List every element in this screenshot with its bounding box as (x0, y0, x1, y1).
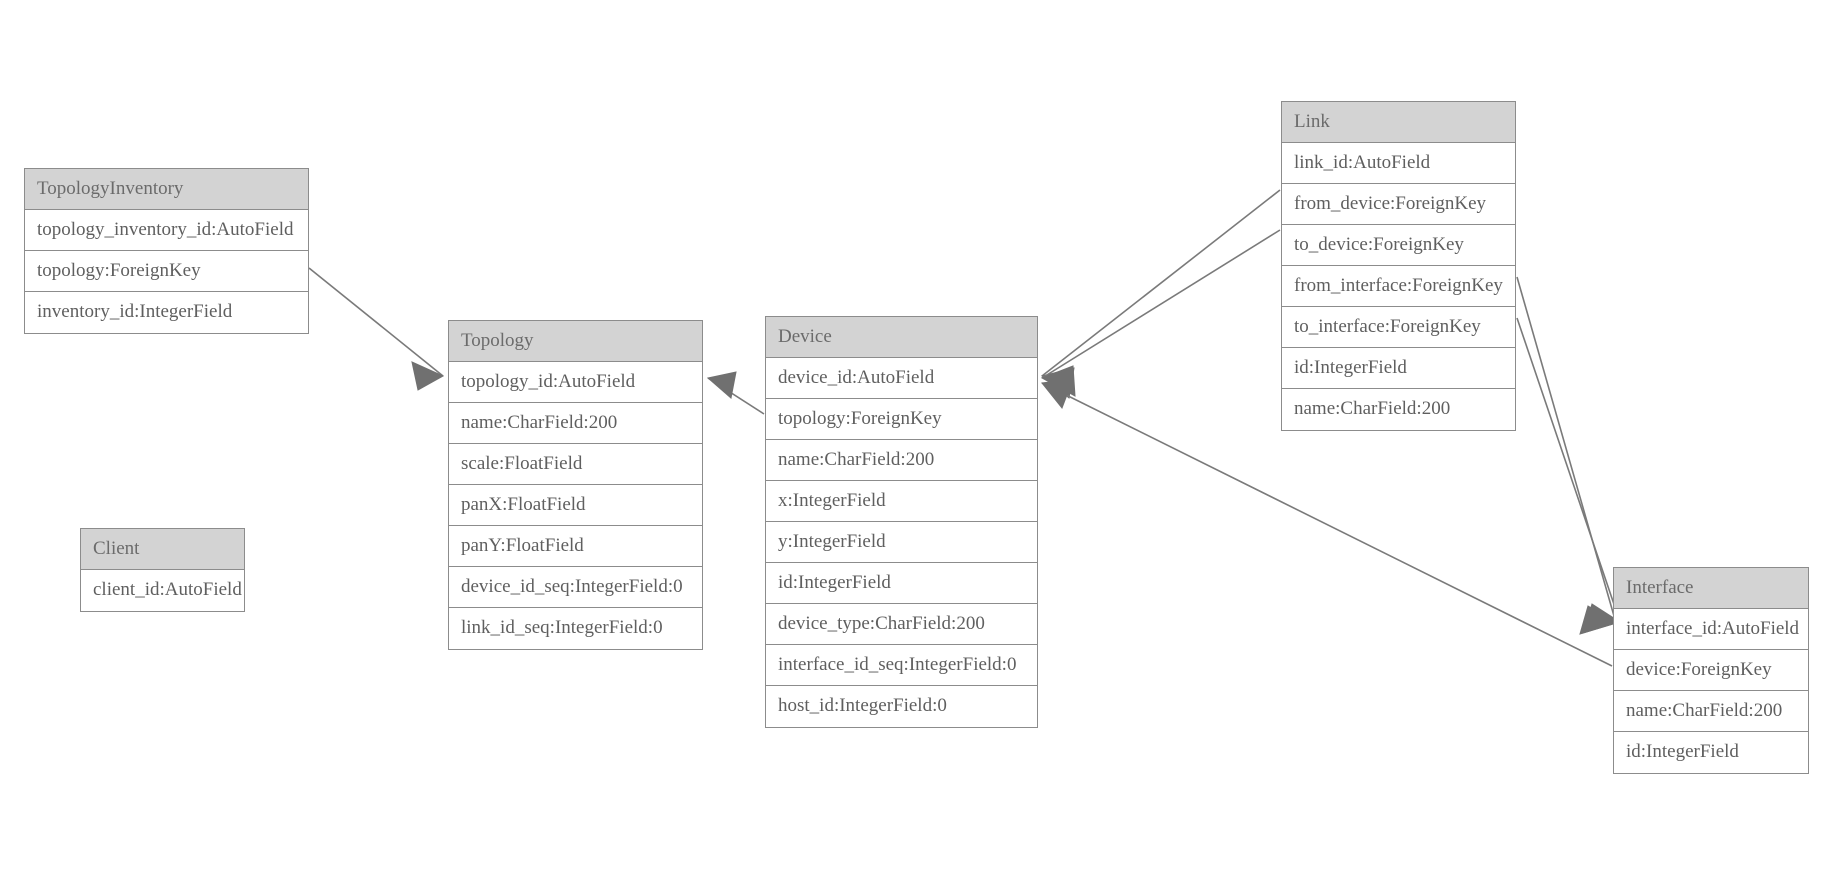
relation-arrowhead-icon (411, 361, 445, 391)
entity-field-row[interactable]: id:IntegerField (766, 563, 1037, 604)
entity-field-row[interactable]: panX:FloatField (449, 485, 702, 526)
relation-link-to-device-to-device (1040, 229, 1281, 397)
relation-line (1516, 276, 1617, 624)
entity-title-device: Device (766, 317, 1037, 358)
entity-field-row[interactable]: interface_id_seq:IntegerField:0 (766, 645, 1037, 686)
entity-field-row[interactable]: x:IntegerField (766, 481, 1037, 522)
entity-field-row[interactable]: panY:FloatField (449, 526, 702, 567)
entity-field-row[interactable]: device:ForeignKey (1614, 650, 1808, 691)
entity-fields-client: client_id:AutoField (81, 570, 244, 611)
entity-field-row[interactable]: topology:ForeignKey (766, 399, 1037, 440)
entity-field-row[interactable]: topology:ForeignKey (25, 251, 308, 292)
relation-line (1516, 317, 1621, 623)
relation-link-from-device-to-device (1040, 189, 1281, 399)
relation-line (1041, 189, 1281, 377)
entity-field-row[interactable]: host_id:IntegerField:0 (766, 686, 1037, 727)
entity-title-client: Client (81, 529, 244, 570)
entity-field-row[interactable]: link_id_seq:IntegerField:0 (449, 608, 702, 649)
entity-field-row[interactable]: id:IntegerField (1282, 348, 1515, 389)
entity-field-row[interactable]: to_interface:ForeignKey (1282, 307, 1515, 348)
relation-arrowhead-icon (1041, 378, 1074, 409)
entity-field-row[interactable]: name:CharField:200 (1614, 691, 1808, 732)
entity-field-row[interactable]: interface_id:AutoField (1614, 609, 1808, 650)
relation-arrowhead-icon (1579, 605, 1618, 635)
entity-field-row[interactable]: name:CharField:200 (449, 403, 702, 444)
entity-field-row[interactable]: from_device:ForeignKey (1282, 184, 1515, 225)
entity-field-row[interactable]: inventory_id:IntegerField (25, 292, 308, 333)
relation-topologyinventory-to-topology (308, 267, 445, 391)
relation-arrowhead-icon (1040, 367, 1075, 399)
entity-field-row[interactable]: device_id:AutoField (766, 358, 1037, 399)
entity-title-topology_inventory: TopologyInventory (25, 169, 308, 210)
relation-arrowhead-icon (1040, 365, 1076, 397)
entity-title-topology: Topology (449, 321, 702, 362)
relation-line (1041, 229, 1281, 379)
entity-field-row[interactable]: device_type:CharField:200 (766, 604, 1037, 645)
relation-link-to-interface-to-interface (1516, 317, 1622, 634)
relation-device-to-topology (706, 371, 765, 415)
relation-line (707, 377, 765, 415)
entity-field-row[interactable]: name:CharField:200 (1282, 389, 1515, 430)
entity-title-interface: Interface (1614, 568, 1808, 609)
entity-field-row[interactable]: y:IntegerField (766, 522, 1037, 563)
entity-field-row[interactable]: topology_id:AutoField (449, 362, 702, 403)
entity-field-row[interactable]: from_interface:ForeignKey (1282, 266, 1515, 307)
entity-title-link: Link (1282, 102, 1515, 143)
entity-field-row[interactable]: topology_inventory_id:AutoField (25, 210, 308, 251)
entity-field-row[interactable]: id:IntegerField (1614, 732, 1808, 773)
relation-arrowhead-icon (706, 371, 737, 399)
entity-field-row[interactable]: scale:FloatField (449, 444, 702, 485)
entity-field-row[interactable]: link_id:AutoField (1282, 143, 1515, 184)
entity-field-row[interactable]: name:CharField:200 (766, 440, 1037, 481)
entity-field-row[interactable]: client_id:AutoField (81, 570, 244, 611)
relation-line (308, 267, 444, 377)
relation-link-from-interface-to-interface (1516, 276, 1618, 635)
entity-field-row[interactable]: to_device:ForeignKey (1282, 225, 1515, 266)
entity-field-row[interactable]: device_id_seq:IntegerField:0 (449, 567, 702, 608)
